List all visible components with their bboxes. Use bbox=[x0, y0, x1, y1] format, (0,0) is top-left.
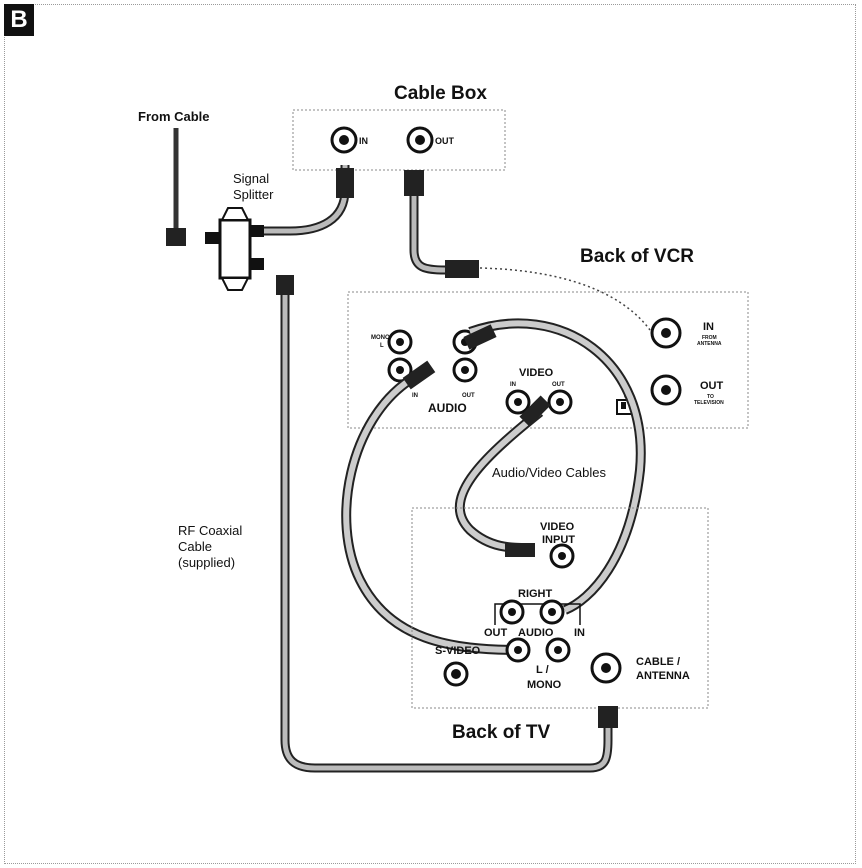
av-cables-label: Audio/Video Cables bbox=[492, 465, 606, 480]
vcr-video-out-jack bbox=[547, 389, 573, 415]
vcr-audio-label: AUDIO bbox=[428, 401, 467, 415]
vcr-antenna-in-jack bbox=[650, 317, 682, 349]
tv-svideo-label: S-VIDEO bbox=[435, 645, 481, 657]
vcr-mono-label: MONO bbox=[371, 335, 390, 341]
rf-label-3: (supplied) bbox=[178, 555, 235, 570]
signal-splitter bbox=[205, 207, 264, 291]
cable-box-in-label: IN bbox=[359, 136, 368, 146]
tv-svideo-jack bbox=[443, 661, 469, 687]
from-cable-label: From Cable bbox=[138, 109, 210, 124]
rf-label-2: Cable bbox=[178, 539, 212, 554]
tv-video-input-2: INPUT bbox=[542, 534, 575, 546]
vcr-video-in-jack bbox=[505, 389, 531, 415]
tv-l-label-2: MONO bbox=[527, 679, 562, 691]
cable-box-title: Cable Box bbox=[394, 83, 487, 104]
cable-box-panel bbox=[292, 109, 506, 171]
tv-cable-antenna-jack bbox=[590, 652, 622, 684]
tv-audio-label: AUDIO bbox=[518, 627, 554, 639]
vcr-antenna-out-jack bbox=[650, 374, 682, 406]
tv-video-input-1: VIDEO bbox=[540, 521, 575, 533]
tv-video-input-jack bbox=[549, 543, 575, 569]
cablebox-in-connector bbox=[336, 168, 354, 198]
vcr-video-label: VIDEO bbox=[519, 367, 554, 379]
vcr-audio-out-r-jack bbox=[452, 357, 478, 383]
vcr-antenna-connector bbox=[445, 260, 479, 278]
cable-box-out-label: OUT bbox=[435, 136, 455, 146]
rf-label-1: RF Coaxial bbox=[178, 523, 242, 538]
tv-audio-out-right-jack bbox=[499, 599, 525, 625]
splitter-label-2: Splitter bbox=[233, 187, 274, 202]
diagram-frame bbox=[4, 4, 856, 864]
vcr-ant-in-sub-2: ANTENNA bbox=[697, 341, 722, 347]
tv-audio-in-right-jack bbox=[539, 599, 565, 625]
cable-box-out-jack bbox=[406, 126, 434, 154]
vcr-audio-out-label: OUT bbox=[462, 393, 475, 399]
rf-tv-connector bbox=[598, 706, 618, 728]
tv-cable-label-2: ANTENNA bbox=[636, 670, 690, 682]
vcr-audio-in-r-jack bbox=[387, 357, 413, 383]
vcr-audio-in-l-jack bbox=[387, 329, 413, 355]
vcr-ant-out-sub-2: TELEVISION bbox=[694, 400, 724, 406]
panel-badge: B bbox=[4, 4, 34, 36]
back-vcr-title: Back of VCR bbox=[580, 246, 694, 267]
audio-left-plug bbox=[402, 360, 436, 390]
vcr-panel bbox=[347, 291, 749, 429]
vcr-video-in-label: IN bbox=[510, 382, 516, 388]
vcr-ant-out-label: OUT bbox=[700, 380, 724, 392]
rf-splitter-connector bbox=[276, 275, 294, 295]
back-tv-title: Back of TV bbox=[452, 722, 551, 743]
cable-box-in-jack bbox=[330, 126, 358, 154]
tv-right-label: RIGHT bbox=[518, 588, 553, 600]
vcr-ant-in-label: IN bbox=[703, 321, 714, 333]
tv-in-label: IN bbox=[574, 627, 585, 639]
vcr-l-label: L bbox=[380, 343, 384, 349]
tv-cable-label-1: CABLE / bbox=[636, 656, 680, 668]
incoming-cable-connector bbox=[166, 228, 186, 246]
tv-panel bbox=[411, 507, 709, 709]
tv-video-plug bbox=[505, 543, 535, 557]
vcr-audio-in-label: IN bbox=[412, 393, 418, 399]
vcr-video-out-label: OUT bbox=[552, 382, 565, 388]
vcr-ant-out-sub-1: TO bbox=[707, 394, 714, 400]
tv-out-label: OUT bbox=[484, 627, 508, 639]
tv-l-label-1: L / bbox=[536, 664, 549, 676]
video-plug bbox=[519, 395, 551, 427]
vcr-ant-in-sub-1: FROM bbox=[702, 335, 717, 341]
tv-audio-in-left-jack bbox=[545, 637, 571, 663]
audio-right-plug bbox=[463, 324, 497, 350]
splitter-label-1: Signal bbox=[233, 171, 269, 186]
antenna-dashed-link bbox=[479, 267, 651, 331]
tv-audio-out-left-jack bbox=[505, 637, 531, 663]
